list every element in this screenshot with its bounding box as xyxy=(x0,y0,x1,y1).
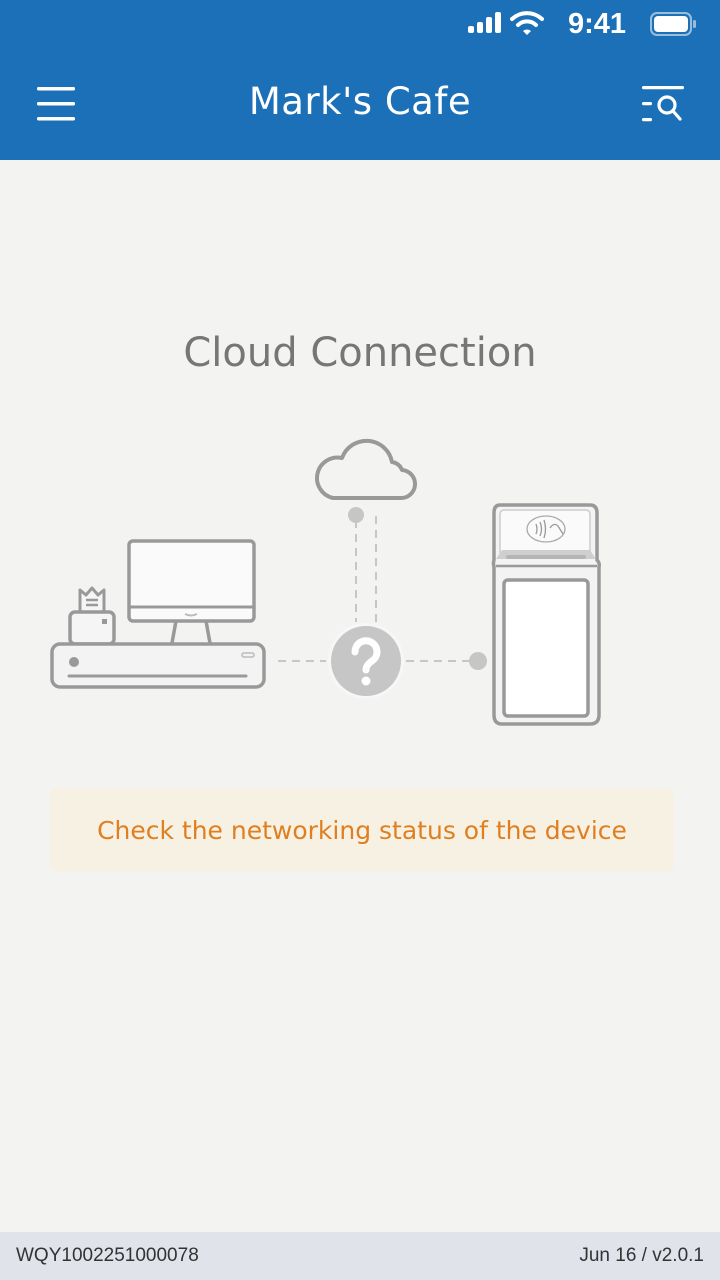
menu-button[interactable] xyxy=(36,84,76,124)
connection-illustration xyxy=(50,438,601,726)
pos-terminal-icon xyxy=(50,539,266,689)
app-header: 9:41 Mark's Cafe xyxy=(0,0,720,160)
wifi-icon xyxy=(510,11,544,35)
page-title: Mark's Cafe xyxy=(248,80,472,123)
cellular-signal-icon xyxy=(468,12,501,33)
battery-icon xyxy=(650,12,696,36)
receipt-printer-icon xyxy=(68,586,116,646)
question-status-icon xyxy=(328,623,404,699)
date-version: Jun 16 / v2.0.1 xyxy=(579,1245,704,1266)
search-list-icon xyxy=(642,86,684,122)
footer-bar: WQY1002251000078 Jun 16 / v2.0.1 xyxy=(0,1232,720,1280)
network-status-notice: Check the networking status of the devic… xyxy=(50,788,674,872)
device-id: WQY1002251000078 xyxy=(16,1245,199,1266)
search-button[interactable] xyxy=(640,84,688,124)
notice-text: Check the networking status of the devic… xyxy=(97,815,627,845)
handheld-payment-device-icon xyxy=(491,503,601,726)
cloud-icon xyxy=(315,438,418,501)
status-time: 9:41 xyxy=(568,8,627,40)
section-heading: Cloud Connection xyxy=(183,330,537,376)
hamburger-menu-icon xyxy=(37,87,75,121)
